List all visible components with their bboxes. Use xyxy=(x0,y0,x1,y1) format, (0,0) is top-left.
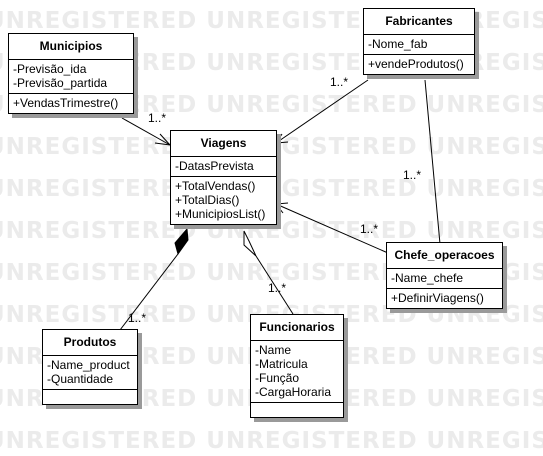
class-attributes: -Name_chefe xyxy=(387,269,502,289)
attribute: -Quantidade xyxy=(47,372,114,386)
class-municipios[interactable]: Municipios -Previsão_ida -Previsão_parti… xyxy=(8,33,134,114)
class-viagens[interactable]: Viagens -DatasPrevista +TotalVendas() +T… xyxy=(170,130,277,225)
aggregation-funcionarios-viagens[interactable] xyxy=(243,230,294,315)
operation: +VendasTrimestre() xyxy=(13,96,119,110)
multiplicity-funcionarios-viagens: 1..* xyxy=(268,281,287,295)
assoc-fabricantes-chefe[interactable] xyxy=(424,79,441,245)
class-attributes: -Previsão_ida -Previsão_partida xyxy=(9,60,133,94)
class-attributes: -Nome_fab xyxy=(364,35,474,55)
class-name: Municipios xyxy=(9,34,133,60)
multiplicity-fabricantes-chefe: 1..* xyxy=(403,168,422,182)
class-produtos[interactable]: Produtos -Name_product -Quantidade xyxy=(42,329,138,405)
class-name: Fabricantes xyxy=(364,9,474,35)
multiplicity-fabricantes-viagens: 1..* xyxy=(330,75,349,89)
class-fabricantes[interactable]: Fabricantes -Nome_fab +vendeProdutos() xyxy=(363,8,475,75)
class-operations: +vendeProdutos() xyxy=(364,55,474,74)
operation: +TotalVendas() xyxy=(175,179,256,193)
multiplicity-produtos-viagens: 1..* xyxy=(128,311,147,325)
attribute: -DatasPrevista xyxy=(175,159,254,173)
attribute: -CargaHoraria xyxy=(255,385,332,399)
operation: +DefinirViagens() xyxy=(391,291,484,305)
class-operations: +DefinirViagens() xyxy=(387,289,502,308)
class-name: Chefe_operacoes xyxy=(387,243,502,269)
attribute: -Name_product xyxy=(47,358,130,372)
class-attributes: -Name -Matricula -Função -CargaHoraria xyxy=(251,341,343,403)
class-name: Viagens xyxy=(171,131,276,157)
class-operations xyxy=(43,390,137,404)
multiplicity-chefe-viagens: 1..* xyxy=(360,222,379,236)
attribute: -Previsão_partida xyxy=(13,76,108,90)
class-operations xyxy=(251,403,343,417)
attribute: -Nome_fab xyxy=(368,37,428,51)
class-chefe-operacoes[interactable]: Chefe_operacoes -Name_chefe +DefinirViag… xyxy=(386,242,503,309)
class-attributes: -Name_product -Quantidade xyxy=(43,356,137,390)
multiplicity-municipios-viagens: 1..* xyxy=(148,111,167,125)
assoc-fabricantes-viagens[interactable] xyxy=(275,79,369,144)
composition-produtos-viagens[interactable] xyxy=(119,227,189,331)
attribute: -Matricula xyxy=(255,357,308,371)
attribute: -Função xyxy=(255,371,300,385)
operation: +vendeProdutos() xyxy=(368,57,464,71)
class-operations: +TotalVendas() +TotalDias() +MunicipiosL… xyxy=(171,177,276,224)
class-name: Produtos xyxy=(43,330,137,356)
attribute: -Name_chefe xyxy=(391,271,464,285)
operation: +MunicipiosList() xyxy=(175,207,266,221)
class-operations: +VendasTrimestre() xyxy=(9,94,133,113)
class-name: Funcionarios xyxy=(251,315,343,341)
attribute: -Name xyxy=(255,343,292,357)
class-attributes: -DatasPrevista xyxy=(171,157,276,177)
class-funcionarios[interactable]: Funcionarios -Name -Matricula -Função -C… xyxy=(250,314,344,418)
attribute: -Previsão_ida xyxy=(13,62,87,76)
operation: +TotalDias() xyxy=(175,193,240,207)
